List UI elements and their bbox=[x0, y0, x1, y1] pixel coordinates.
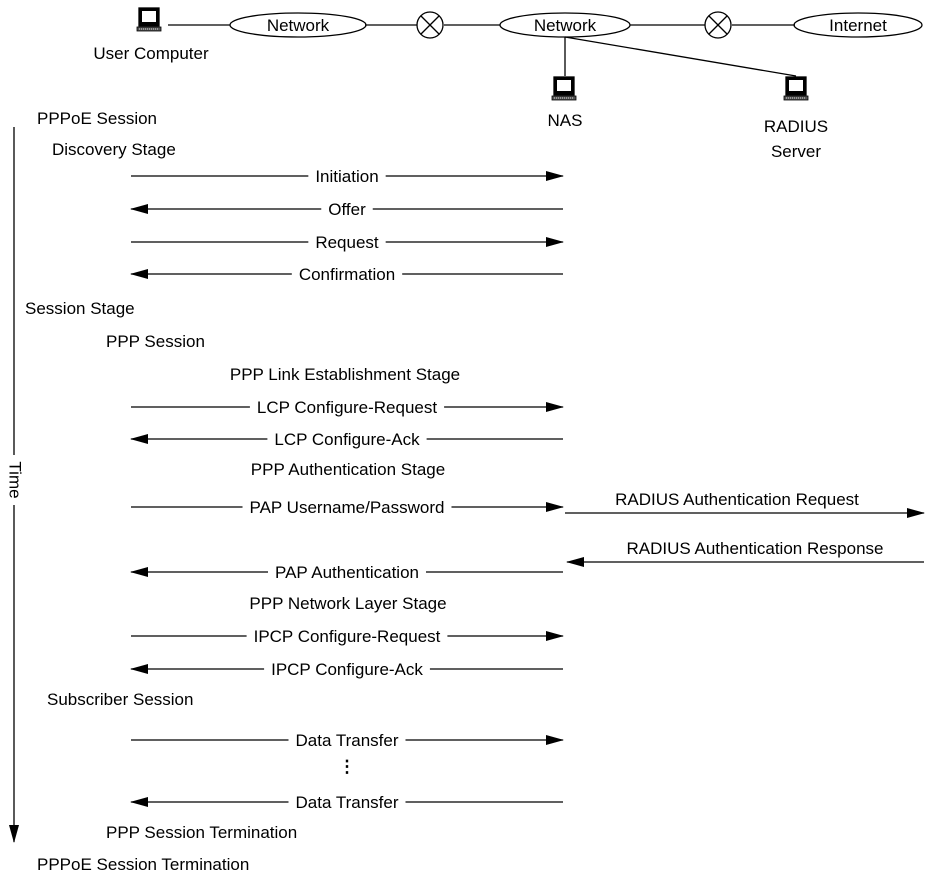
time-axis-label: Time bbox=[6, 461, 25, 498]
network-middle-label: Network bbox=[534, 16, 597, 35]
network-middle-ellipse bbox=[499, 12, 631, 38]
message-label-lcp-configure-request: LCP Configure-Request bbox=[257, 398, 437, 417]
message-label-ellipsis: ⋮ bbox=[339, 757, 356, 776]
session-stage-heading: Session Stage bbox=[25, 299, 135, 318]
message-label-pap-authentication: PAP Authentication bbox=[275, 563, 419, 582]
pppoe-session-termination-heading: PPPoE Session Termination bbox=[37, 855, 249, 874]
message-label-ipcp-configure-request: IPCP Configure-Request bbox=[254, 627, 441, 646]
message-label-offer: Offer bbox=[328, 200, 366, 219]
ppp-session-termination-heading: PPP Session Termination bbox=[106, 823, 297, 842]
subscriber-session-heading: Subscriber Session bbox=[47, 690, 193, 709]
message-label-request: Request bbox=[315, 233, 379, 252]
message-label-pap-username-password: PAP Username/Password bbox=[250, 498, 445, 517]
message-label-initiation: Initiation bbox=[315, 167, 378, 186]
message-label-lcp-configure-ack: LCP Configure-Ack bbox=[274, 430, 420, 449]
radius-label-line1: RADIUS bbox=[764, 117, 828, 136]
pppoe-session-heading: PPPoE Session bbox=[37, 109, 157, 128]
message-label-radius-auth-response: RADIUS Authentication Response bbox=[626, 539, 883, 558]
user-computer-label: User Computer bbox=[93, 44, 209, 63]
message-label-radius-auth-request: RADIUS Authentication Request bbox=[615, 490, 859, 509]
ppp-link-establishment-heading: PPP Link Establishment Stage bbox=[230, 365, 460, 384]
internet-label: Internet bbox=[829, 16, 887, 35]
user-computer-icon bbox=[136, 7, 162, 32]
discovery-stage-heading: Discovery Stage bbox=[52, 140, 176, 159]
router-icon bbox=[704, 11, 732, 39]
ppp-authentication-heading: PPP Authentication Stage bbox=[251, 460, 445, 479]
nas-label: NAS bbox=[548, 111, 583, 130]
radius-server-icon bbox=[783, 76, 809, 101]
radius-label-line2: Server bbox=[771, 142, 821, 161]
message-label-confirmation: Confirmation bbox=[299, 265, 395, 284]
message-label-ipcp-configure-ack: IPCP Configure-Ack bbox=[271, 660, 423, 679]
network-left-ellipse bbox=[229, 12, 367, 38]
internet-ellipse bbox=[793, 12, 923, 38]
time-axis: Time bbox=[6, 127, 25, 843]
ppp-session-heading: PPP Session bbox=[106, 332, 205, 351]
message-label-data-transfer-2: Data Transfer bbox=[296, 793, 399, 812]
topology bbox=[136, 7, 923, 101]
router-icon bbox=[416, 11, 444, 39]
nas-icon bbox=[551, 76, 577, 101]
message-label-data-transfer-1: Data Transfer bbox=[296, 731, 399, 750]
ppp-network-layer-heading: PPP Network Layer Stage bbox=[249, 594, 446, 613]
link-line bbox=[564, 36, 797, 77]
network-left-label: Network bbox=[267, 16, 330, 35]
